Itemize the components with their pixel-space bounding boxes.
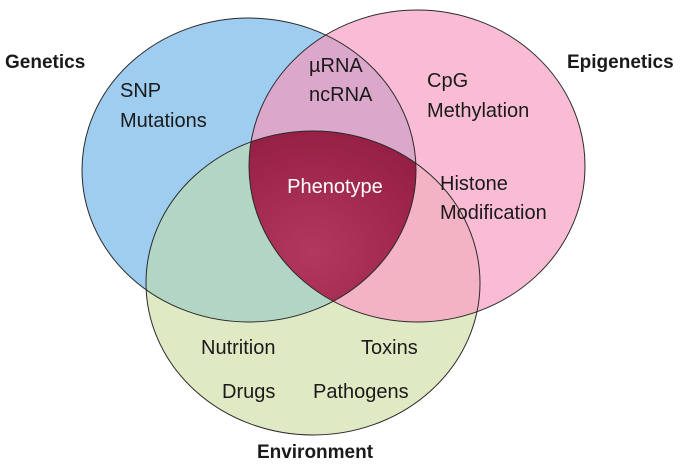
ncrna-item: ncRNA [309,84,373,106]
pathogens-item: Pathogens [313,381,409,403]
urna-item: µRNA [309,55,363,77]
genetics-outline [81,17,417,323]
environment-outline [145,130,481,436]
modification-item: Modification [440,202,547,224]
phenotype-region [249,131,416,322]
nutrition-item: Nutrition [201,337,275,359]
snp-item: SNP [120,80,161,102]
phenotype-label: Phenotype [287,176,383,198]
environment-label: Environment [257,442,374,463]
toxins-item: Toxins [361,337,418,359]
genetics-label: Genetics [5,52,85,73]
mutations-item: Mutations [120,110,207,132]
histone-item: Histone [440,173,508,195]
cpg-item: CpG [427,70,468,92]
epigenetics-label: Epigenetics [567,52,674,73]
methylation-item: Methylation [427,100,529,122]
epigenetics-outline [248,9,586,323]
drugs-item: Drugs [222,381,275,403]
